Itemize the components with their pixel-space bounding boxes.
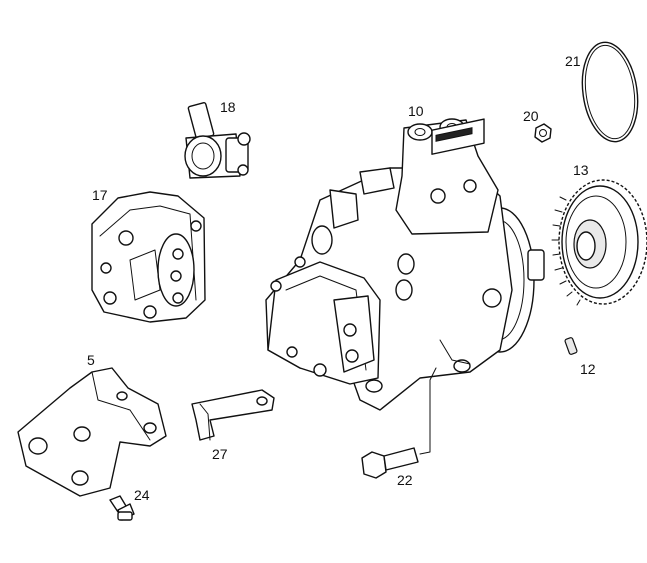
part-12-pin[interactable] — [564, 337, 578, 355]
callout-13: 13 — [573, 162, 589, 178]
callout-21: 21 — [565, 53, 581, 69]
part-10-high-pressure-pump[interactable] — [265, 118, 545, 411]
part-27-plate-bracket[interactable] — [191, 389, 275, 441]
callout-20: 20 — [523, 108, 539, 124]
callout-17: 17 — [92, 187, 108, 203]
callout-12: 12 — [580, 361, 596, 377]
callout-22: 22 — [397, 472, 413, 488]
part-21-o-ring[interactable] — [576, 39, 643, 146]
part-20-nut[interactable] — [534, 123, 552, 143]
callout-27: 27 — [212, 446, 228, 462]
part-24-screw[interactable] — [109, 495, 135, 521]
part-18-solenoid-valve[interactable] — [184, 101, 251, 179]
callout-10: 10 — [408, 103, 424, 119]
part-22-bolt[interactable] — [361, 367, 437, 479]
part-5-bracket[interactable] — [17, 367, 167, 497]
callout-24: 24 — [134, 487, 150, 503]
callout-18: 18 — [220, 99, 236, 115]
callout-5: 5 — [87, 352, 95, 368]
part-17-metering-unit[interactable] — [91, 191, 206, 323]
part-13-drive-gear[interactable] — [551, 179, 647, 306]
